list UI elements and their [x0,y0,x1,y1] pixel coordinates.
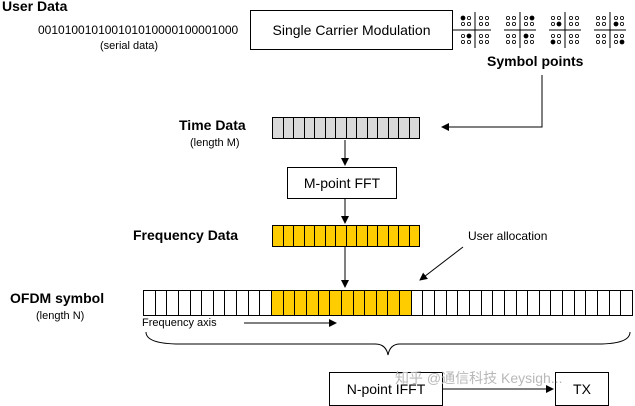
n-point-ifft-box: N-point IFFT [329,372,443,406]
ofdm-cell [469,291,482,315]
time-cell [357,118,368,138]
time-data-title: Time Data [179,117,246,133]
time-cell [367,118,378,138]
ofdm-cell [330,291,342,315]
freq-cell [357,226,368,246]
ofdm-cell [411,291,424,315]
frequency-data-array [272,225,420,247]
ofdm-cell [563,291,575,315]
ofdm-symbol-array [143,290,633,316]
ofdm-cell [609,291,622,315]
ofdm-cell [493,291,505,315]
ofdm-cell [202,291,214,315]
tx-box: TX [555,372,609,406]
ofdm-cell [539,291,552,315]
time-cell [346,118,357,138]
time-data-caption: (length M) [190,137,240,149]
frequency-data-title: Frequency Data [133,227,239,243]
freq-cell [325,226,336,246]
time-cell [325,118,336,138]
time-data-array [272,117,420,139]
ofdm-cell [400,291,412,315]
freq-cell [283,226,294,246]
ofdm-cell [365,291,377,315]
ofdm-cell [283,291,296,315]
symbol-points-label: Symbol points [487,53,584,69]
freq-cell [315,226,326,246]
freq-cell [399,226,410,246]
ofdm-cell [318,291,331,315]
ofdm-cell [237,291,249,315]
ofdm-cell [423,291,436,315]
ofdm-brace [145,331,631,356]
ofdm-cell [388,291,401,315]
ofdm-cell [213,291,226,315]
ofdm-symbol-caption: (length N) [36,310,85,322]
ofdm-cell [528,291,540,315]
frequency-axis-label: Frequency axis [142,317,217,329]
ofdm-cell [178,291,191,315]
time-cell [294,118,305,138]
constellation-icon [549,12,581,48]
freq-cell [346,226,357,246]
time-cell [409,118,419,138]
ofdm-cell [248,291,261,315]
constellation-icon [504,12,536,48]
freq-cell [409,226,419,246]
ofdm-cell [574,291,587,315]
ofdm-cell [376,291,389,315]
ofdm-cell [435,291,447,315]
ofdm-cell [597,291,610,315]
ofdm-cell [295,291,307,315]
freq-cell [273,226,284,246]
time-cell [378,118,389,138]
freq-cell [388,226,399,246]
time-cell [283,118,294,138]
ofdm-cell [516,291,529,315]
ofdm-cell [167,291,179,315]
single-carrier-modulation-box: Single Carrier Modulation [250,10,453,50]
ofdm-cell [551,291,564,315]
time-cell [304,118,315,138]
time-cell [388,118,399,138]
serial-bits: 001010010100101010000100001000 [38,23,239,37]
ofdm-cell [260,291,273,315]
serial-data-caption: (serial data) [100,40,159,52]
time-cell [399,118,410,138]
ofdm-cell [272,291,284,315]
ofdm-cell [481,291,494,315]
ofdm-cell [586,291,598,315]
ofdm-cell [306,291,319,315]
ofdm-cell [155,291,168,315]
ofdm-cell [621,291,632,315]
ofdm-cell [446,291,459,315]
watermark: 知乎 @通信科技 Keysigh... [395,370,563,386]
ofdm-cell [458,291,470,315]
ofdm-cell [225,291,238,315]
m-point-fft-box: M-point FFT [287,167,397,199]
freq-cell [336,226,347,246]
symbol-to-time-arrow [441,75,543,131]
user-allocation-arrow [419,246,464,281]
user-allocation-label: User allocation [468,229,548,243]
freq-cell [367,226,378,246]
ofdm-cell [504,291,517,315]
time-cell [336,118,347,138]
ofdm-cell [144,291,156,315]
freq-cell [294,226,305,246]
freq-cell [378,226,389,246]
ofdm-cell [353,291,366,315]
constellation-icon [594,12,626,48]
user-data-title: User Data [2,0,68,14]
ofdm-cell [341,291,354,315]
constellation-icon [459,12,491,48]
time-cell [273,118,284,138]
ofdm-cell [190,291,203,315]
ofdm-symbol-title: OFDM symbol [10,290,105,306]
time-cell [315,118,326,138]
freq-cell [304,226,315,246]
